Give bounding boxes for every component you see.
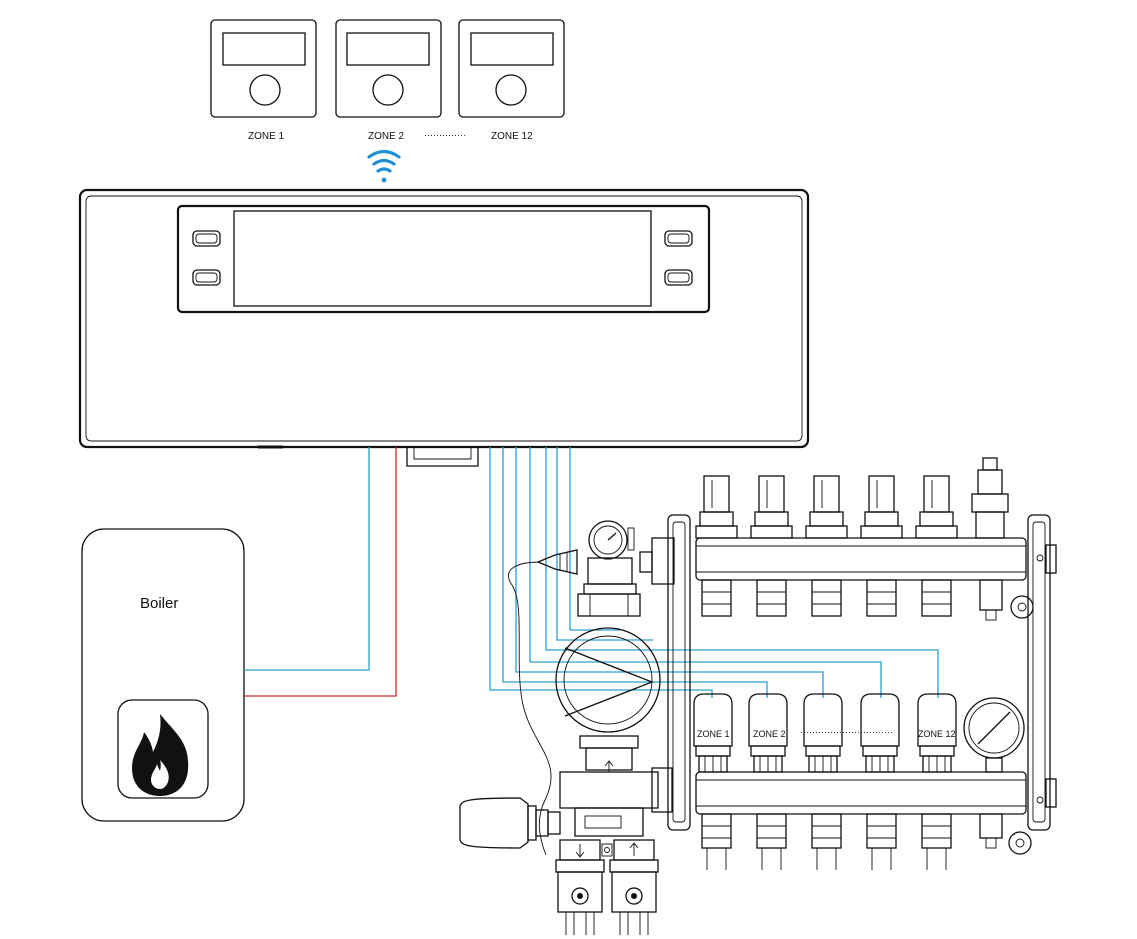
sensor-cable [508, 561, 552, 856]
actuator-zone-12-label: ZONE 12 [918, 729, 956, 739]
air-vent [971, 457, 1009, 621]
controller-button-right-top [664, 230, 693, 247]
thermostatic-head [459, 797, 529, 849]
supply-ball-valve [555, 839, 605, 935]
thermometer-gauge [588, 520, 628, 560]
controller-unit [78, 188, 810, 467]
temperature-probe [536, 549, 578, 575]
actuator-wires [489, 447, 939, 698]
actuator-4 [860, 693, 900, 773]
thermostat-zone-12-label: ZONE 12 [491, 131, 533, 142]
controller-button-left-bottom [192, 269, 221, 286]
thermostat-zone-1 [210, 19, 317, 118]
actuator-separator: ······························· [800, 727, 893, 737]
flow-meter-4 [860, 475, 903, 539]
actuator-5 [917, 693, 957, 773]
thermostat-zone-1-label: ZONE 1 [248, 131, 285, 142]
flame-icon [132, 714, 189, 796]
drain-valve-top [1010, 595, 1034, 619]
drain-valve-bottom [1008, 831, 1032, 855]
controller-button-right-bottom [664, 269, 693, 286]
actuator-2 [748, 693, 788, 773]
manifold [667, 457, 1057, 870]
loop-pipes [706, 848, 947, 870]
flow-meter-3 [805, 475, 848, 539]
thermostat-zone-2-label: ZONE 2 [368, 131, 405, 142]
thermostat-zone-12 [458, 19, 565, 118]
circulation-pump [555, 627, 661, 733]
controller-button-left-top [192, 230, 221, 247]
mixing-pump-group [459, 520, 675, 935]
supply-outlets [701, 579, 952, 617]
actuator-zone-2-label: ZONE 2 [753, 729, 786, 739]
pressure-gauge [963, 697, 1025, 773]
actuator-3 [803, 693, 843, 773]
boiler-wires [244, 447, 397, 697]
flow-meter-1 [695, 475, 738, 539]
return-outlets [701, 813, 952, 849]
actuator-zone-1-label: ZONE 1 [697, 729, 730, 739]
boiler [81, 528, 245, 822]
actuator-1 [693, 693, 733, 773]
boiler-label: Boiler [140, 595, 178, 612]
zone-separator: ·············· [424, 130, 466, 140]
return-bar [695, 771, 1027, 815]
thermostat-zone-2 [335, 19, 442, 118]
flow-meter-5 [915, 475, 958, 539]
return-ball-valve [609, 839, 659, 935]
wifi-icon [367, 149, 401, 183]
flow-meter-2 [750, 475, 793, 539]
supply-bar [695, 537, 1027, 581]
